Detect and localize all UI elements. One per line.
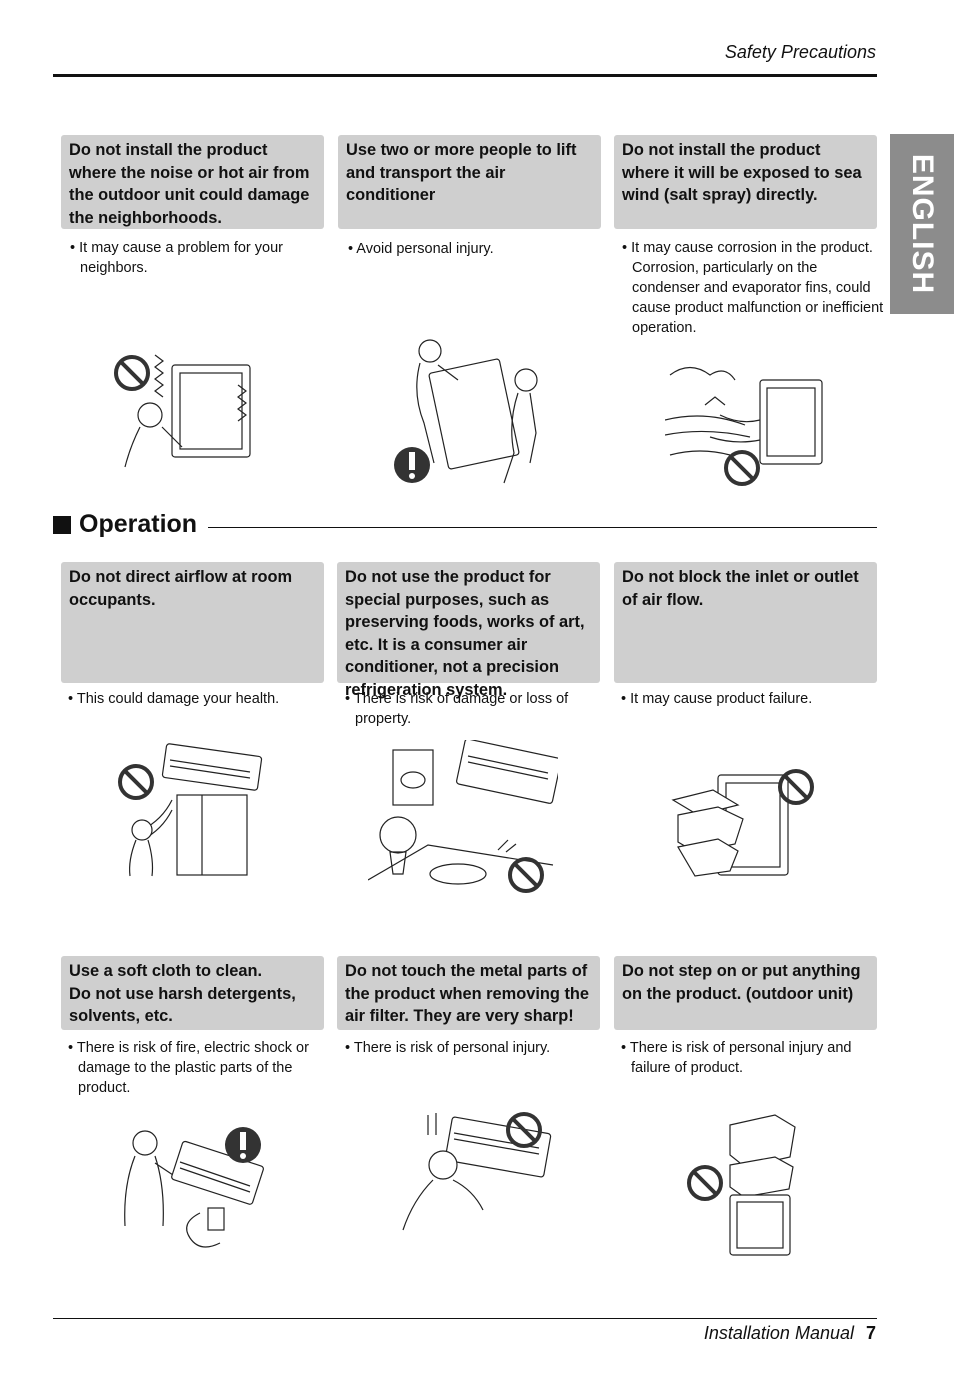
warning-note: • There is risk of personal injury and f… <box>621 1040 852 1076</box>
warning-title: Do not touch the metal parts of the prod… <box>345 962 590 1025</box>
section-divider <box>208 527 877 528</box>
step-on-illustration <box>687 1114 796 1256</box>
language-tab: ENGLISH <box>890 134 954 314</box>
warning-box-step-on: Do not step on or put anything on the pr… <box>614 956 877 1030</box>
warning-box-lift: Use two or more people to lift and trans… <box>338 135 601 229</box>
prohibited-icon <box>778 769 814 805</box>
page-number: 7 <box>865 1323 876 1343</box>
page-header-title: Safety Precautions <box>724 42 876 62</box>
section-heading-operation: Operation <box>53 510 197 539</box>
warning-note: • This could damage your health. <box>68 691 280 707</box>
caution-icon <box>394 447 430 483</box>
warning-note: • There is risk of fire, electric shock … <box>68 1040 309 1096</box>
warning-box-sea-wind: Do not install the product where it will… <box>614 135 877 229</box>
warning-note: • There is risk of damage or loss of pro… <box>345 691 569 727</box>
sharp-metal-illustration <box>402 1112 552 1231</box>
warning-box-noise: Do not install the product where the noi… <box>61 135 324 229</box>
prohibited-icon <box>118 764 154 800</box>
warning-box-metal-parts: Do not touch the metal parts of the prod… <box>337 956 600 1030</box>
warning-box-cleaning: Use a soft cloth to clean. Do not use ha… <box>61 956 324 1030</box>
footer-divider <box>53 1318 877 1319</box>
warning-note: • It may cause a problem for your neighb… <box>70 240 283 276</box>
warning-title: Do not block the inlet or outlet of air … <box>622 568 859 609</box>
warning-note: • Avoid personal injury. <box>348 241 494 257</box>
warning-box-special-purposes: Do not use the product for special purpo… <box>337 562 600 699</box>
section-title: Operation <box>79 510 198 538</box>
cleaning-illustration <box>124 1127 264 1248</box>
prohibited-icon <box>687 1165 723 1201</box>
prohibited-icon <box>508 857 544 893</box>
page-footer: Installation Manual 7 <box>704 1323 876 1344</box>
airflow-illustration <box>118 743 263 877</box>
special-purposes-illustration <box>368 740 558 893</box>
warning-title: Do not direct airflow at room occupants. <box>69 568 293 609</box>
section-bullet-square <box>53 515 71 534</box>
warning-title: Do not step on or put anything on the pr… <box>622 962 861 1003</box>
warning-note: • It may cause product failure. <box>621 691 813 707</box>
warning-title: Use a soft cloth to clean. Do not use ha… <box>69 962 296 1025</box>
blocked-inlet-illustration <box>671 769 814 877</box>
prohibited-icon <box>506 1112 542 1148</box>
noise-illustration <box>114 354 251 468</box>
two-people-lift-illustration <box>394 339 538 484</box>
warning-note: • There is risk of personal injury. <box>345 1040 551 1056</box>
warning-title: Use two or more people to lift and trans… <box>346 141 577 204</box>
language-tab-label: ENGLISH <box>906 153 939 295</box>
prohibited-icon <box>724 450 760 486</box>
warning-title: Do not use the product for special purpo… <box>345 568 585 699</box>
footer-label: Installation Manual <box>703 1323 854 1343</box>
warning-title: Do not install the product where the noi… <box>69 141 310 227</box>
prohibited-icon <box>114 355 150 391</box>
caution-icon <box>225 1127 261 1163</box>
header-divider <box>53 74 877 77</box>
warning-title: Do not install the product where it will… <box>622 141 862 204</box>
sea-wind-illustration <box>665 366 823 486</box>
warning-box-airflow: Do not direct airflow at room occupants. <box>61 562 324 683</box>
warning-box-block-inlet: Do not block the inlet or outlet of air … <box>614 562 877 683</box>
warning-note: • It may cause corrosion in the product.… <box>622 240 884 336</box>
